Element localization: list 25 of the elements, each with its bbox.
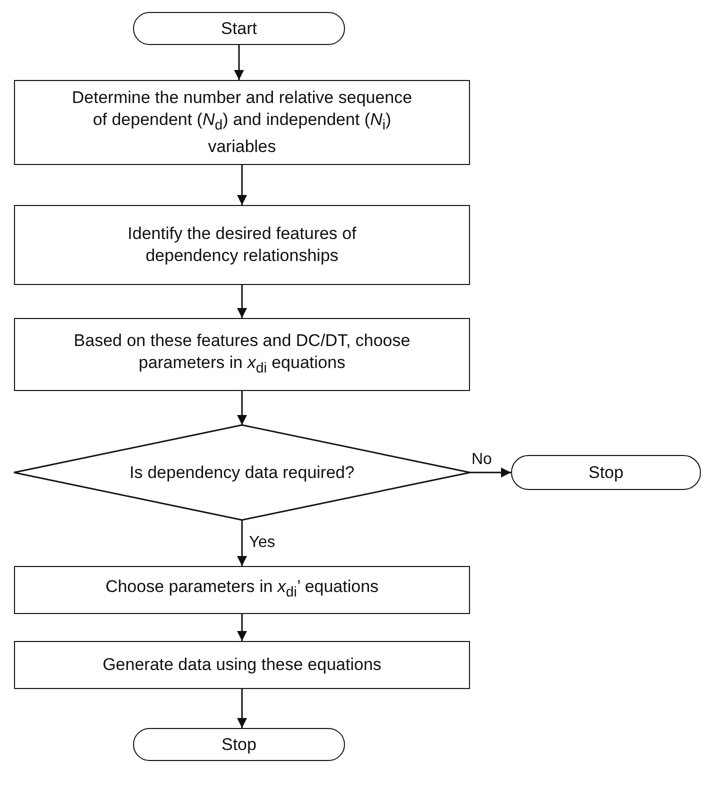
arrow [237,165,247,205]
node-text: Choose parameters in x$_{di}$’ equations [105,576,379,603]
node-text: Determine the number and relative sequence of dependent (N$_{d}$) and independent (N$_{i}$) variables [70,86,414,158]
arrow [237,391,247,425]
arrow [237,689,247,728]
process-box [14,80,470,165]
arrow [237,285,247,318]
node-text: Based on these features and DC/DT, choose parameters in x$_{di}$ equations [72,330,412,378]
node-text: Is dependency data required? [130,462,354,484]
terminator [133,12,345,45]
terminator [511,455,701,490]
arrow [237,520,247,566]
terminator [133,728,345,761]
process-box [14,641,470,689]
node-text: Stop [588,462,624,484]
node-text: Generate data using these equations [102,654,382,676]
node-text: Identify the desired features of dependency relationships [126,223,358,267]
process-box [14,318,470,391]
node-text: Stop [222,734,256,756]
arrow [237,614,247,641]
process-box [14,566,470,614]
node-text: Start [221,18,257,40]
arrow [234,45,244,80]
process-box [14,205,470,285]
arrow [470,468,511,478]
